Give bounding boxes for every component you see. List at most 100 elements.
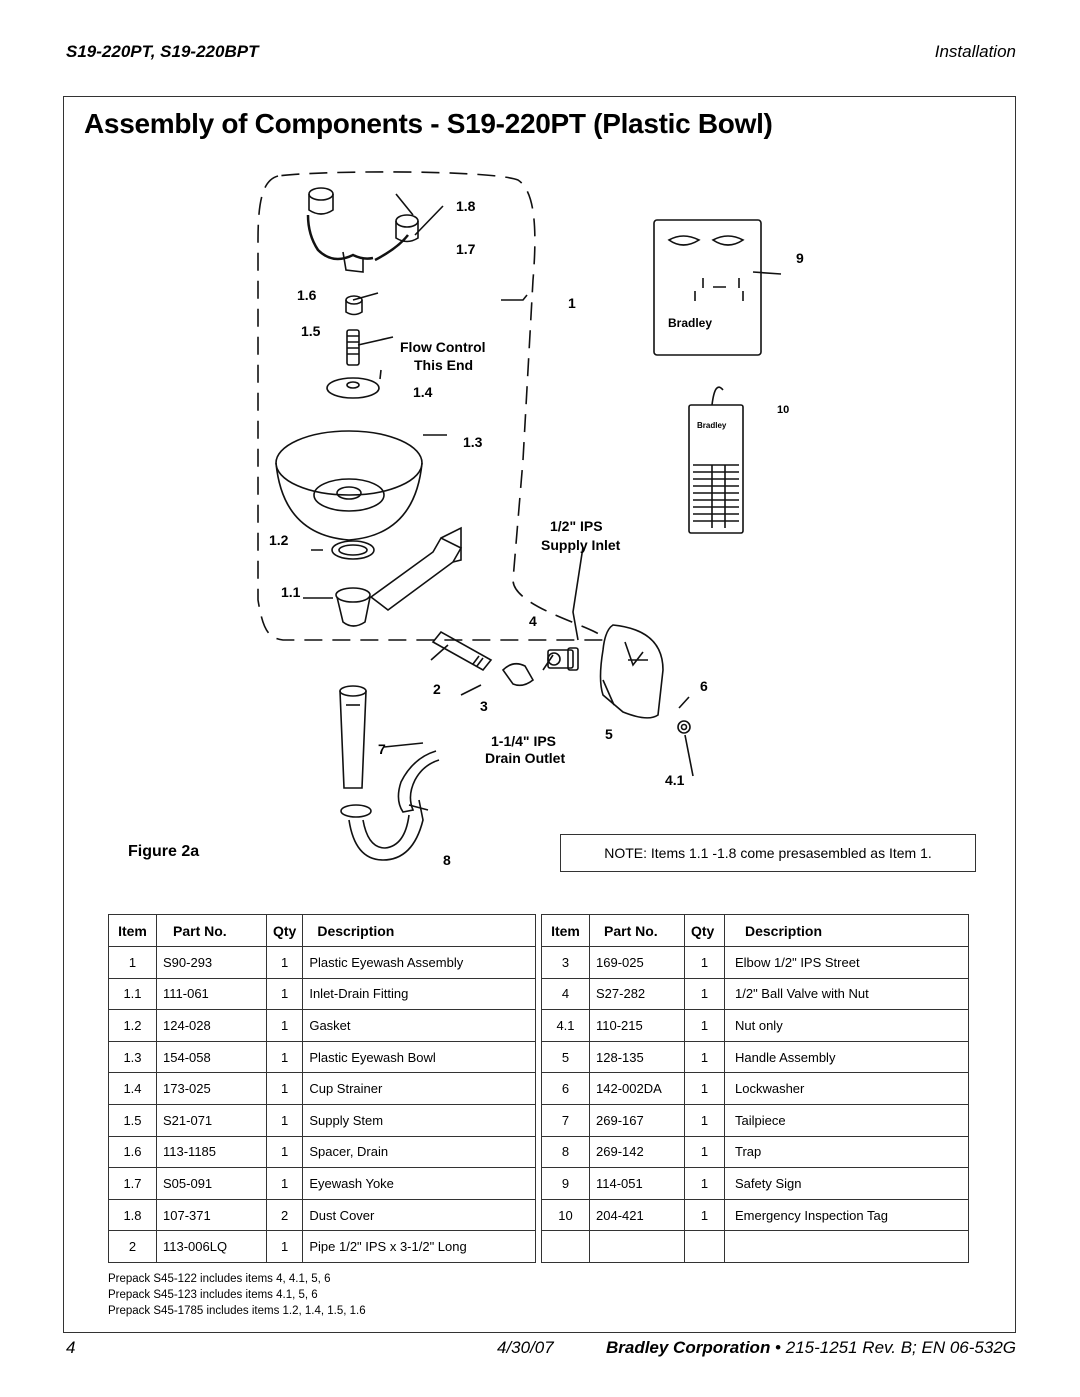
cell-description: Nut only	[724, 1009, 969, 1042]
table-header-row: Item Part No. Qty Description	[541, 914, 969, 947]
col-description: Description	[724, 914, 969, 947]
cell-item: 1.2	[108, 1009, 157, 1042]
cell-qty: 1	[684, 978, 725, 1011]
footer-doc: Bradley Corporation • 215-1251 Rev. B; E…	[605, 1338, 1016, 1357]
cell-item: 1.7	[108, 1167, 157, 1200]
cell-item: 4.1	[541, 1009, 590, 1042]
cell-description: Handle Assembly	[724, 1041, 969, 1074]
cell-description: Eyewash Yoke	[302, 1167, 536, 1200]
callout-5: 5	[605, 726, 613, 742]
cell-qty: 1	[265, 946, 304, 979]
supply-size-label: 1/2" IPS	[550, 518, 603, 534]
cell-qty: 1	[265, 1230, 304, 1263]
footer-date: 4/30/07	[497, 1338, 554, 1357]
prepack-note: Prepack S45-1785 includes items 1.2, 1.4…	[108, 1305, 366, 1317]
cell-item: 2	[108, 1230, 157, 1263]
cell-item: 1.5	[108, 1104, 157, 1137]
cell-qty: 1	[684, 1199, 725, 1232]
cell-part-no: 110-215	[589, 1009, 685, 1042]
cell-part-no: 124-028	[156, 1009, 267, 1042]
col-item: Item	[541, 914, 590, 947]
cell-part-no: 173-025	[156, 1072, 267, 1105]
flow-control-label: Flow Control	[400, 339, 486, 355]
prepack-note: Prepack S45-123 includes items 4.1, 5, 6	[108, 1289, 318, 1301]
callout-1-8: 1.8	[456, 198, 476, 214]
cell-qty: 1	[684, 1167, 725, 1200]
supply-inlet-label: Supply Inlet	[541, 537, 621, 553]
cell-qty: 1	[265, 1072, 304, 1105]
cell-description: Lockwasher	[724, 1072, 969, 1105]
callout-6: 6	[700, 678, 708, 694]
cell-qty: 1	[265, 1167, 304, 1200]
cell-part-no: 269-142	[589, 1136, 685, 1169]
cell-item: 7	[541, 1104, 590, 1137]
cell-item: 1.8	[108, 1199, 157, 1232]
col-qty: Qty	[265, 914, 304, 947]
cell-description: Tailpiece	[724, 1104, 969, 1137]
cell-part-no: 154-058	[156, 1041, 267, 1074]
prepack-note: Prepack S45-122 includes items 4, 4.1, 5…	[108, 1273, 331, 1285]
assembly-note: NOTE: Items 1.1 -1.8 come presasembled a…	[560, 834, 976, 872]
cell-part-no: S27-282	[589, 978, 685, 1011]
callout-1-1: 1.1	[281, 584, 301, 600]
cell-part-no: S05-091	[156, 1167, 267, 1200]
cell-description: Gasket	[302, 1009, 536, 1042]
cell-part-no: 128-135	[589, 1041, 685, 1074]
cell-part-no: 169-025	[589, 946, 685, 979]
callout-1-7: 1.7	[456, 241, 476, 257]
cell-item: 6	[541, 1072, 590, 1105]
cell-qty: 1	[684, 1136, 725, 1169]
callout-2: 2	[433, 681, 441, 697]
table-row	[541, 1230, 969, 1263]
col-description: Description	[302, 914, 536, 947]
cell-part-no: 204-421	[589, 1199, 685, 1232]
cell-part-no: 269-167	[589, 1104, 685, 1137]
this-end-label: This End	[414, 357, 474, 373]
col-part-no: Part No.	[589, 914, 685, 947]
callout-10: 10	[777, 404, 790, 416]
cell-part-no: 111-061	[156, 978, 267, 1011]
cell-description: Inlet-Drain Fitting	[302, 978, 536, 1011]
cell-qty: 1	[684, 1009, 725, 1042]
cell-part-no: S90-293	[156, 946, 267, 979]
drain-size-label: 1-1/4" IPS	[491, 733, 557, 749]
cell-item: 8	[541, 1136, 590, 1169]
callout-1-5: 1.5	[301, 323, 321, 339]
callout-4-1: 4.1	[665, 772, 685, 788]
cell-qty	[684, 1230, 725, 1263]
cell-qty: 1	[684, 1072, 725, 1105]
cell-qty: 1	[684, 1041, 725, 1074]
cell-item: 1.4	[108, 1072, 157, 1105]
cell-part-no: S21-071	[156, 1104, 267, 1137]
callout-7: 7	[378, 741, 386, 757]
col-item: Item	[108, 914, 157, 947]
cell-description: Supply Stem	[302, 1104, 536, 1137]
cell-item: 1	[108, 946, 157, 979]
drain-outlet-label: Drain Outlet	[485, 750, 566, 766]
col-qty: Qty	[684, 914, 725, 947]
callout-1-3: 1.3	[463, 434, 483, 450]
cell-description: 1/2" Ball Valve with Nut	[724, 978, 969, 1011]
cell-description: Emergency Inspection Tag	[724, 1199, 969, 1232]
cell-item: 1.3	[108, 1041, 157, 1074]
cell-item: 1.1	[108, 978, 157, 1011]
cell-description: Safety Sign	[724, 1167, 969, 1200]
cell-item: 9	[541, 1167, 590, 1200]
cell-item	[541, 1230, 590, 1263]
cell-description: Cup Strainer	[302, 1072, 536, 1105]
callout-3: 3	[480, 698, 488, 714]
cell-item: 4	[541, 978, 590, 1011]
